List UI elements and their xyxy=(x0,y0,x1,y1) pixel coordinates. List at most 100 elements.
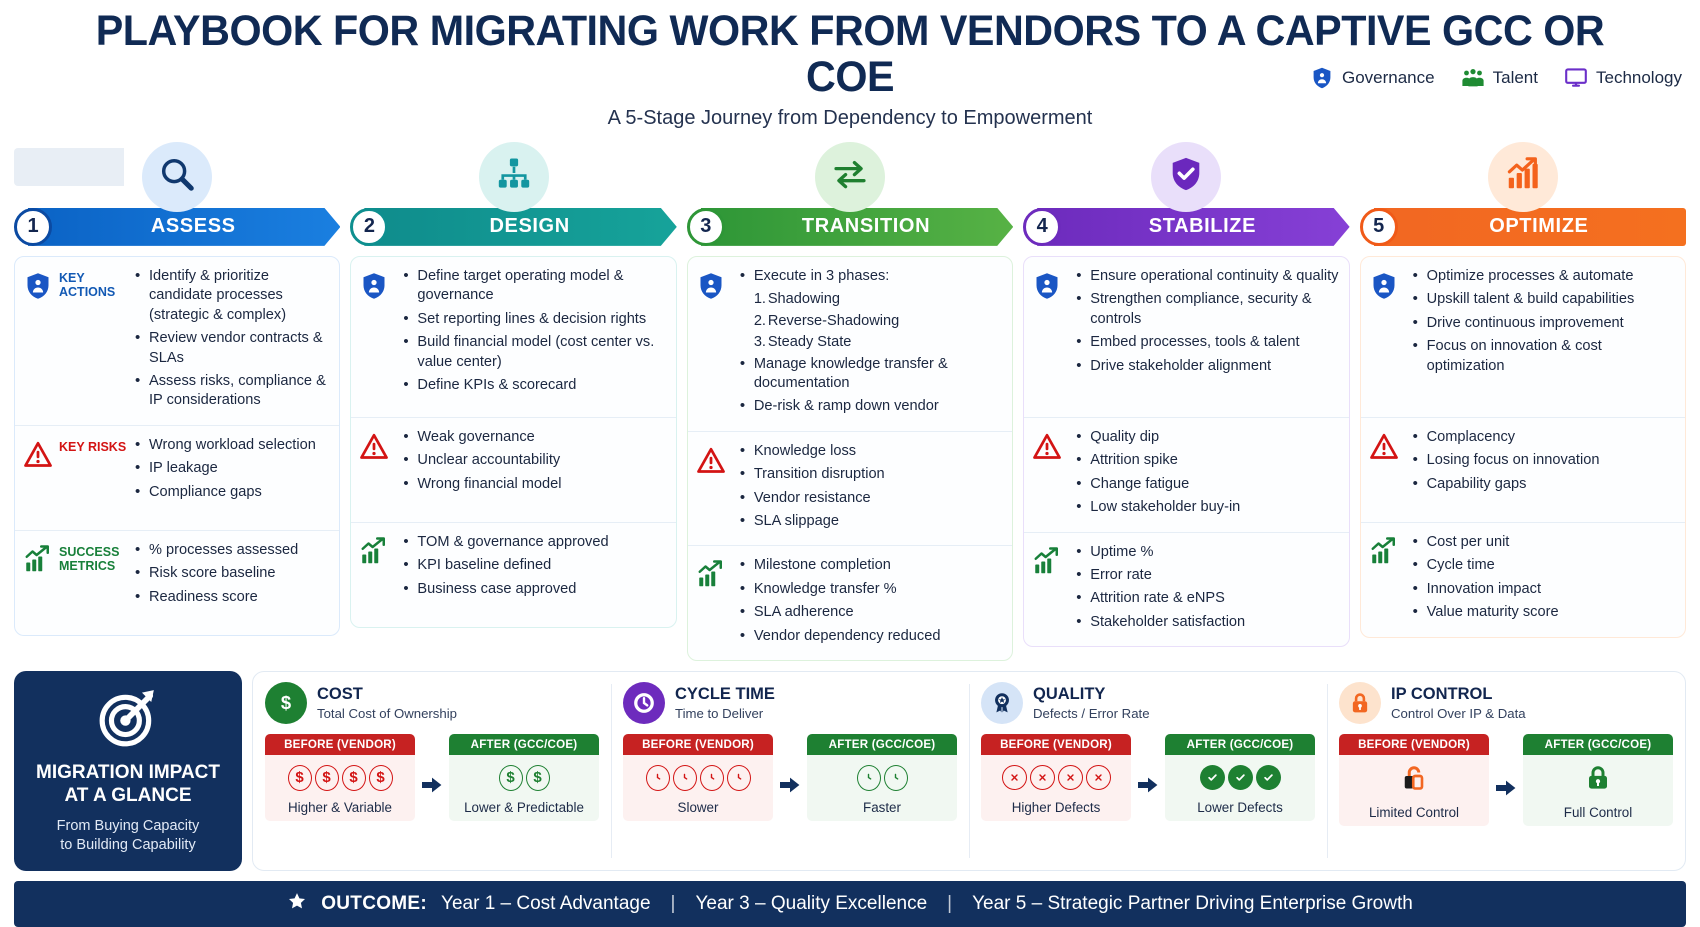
x-circle-outline-icon xyxy=(1057,765,1083,791)
item-list: ComplacencyLosing focus on innovationCap… xyxy=(1413,427,1677,512)
list-item: Uptime % xyxy=(1076,541,1340,562)
list-item: Wrong financial model xyxy=(403,474,667,494)
right-arrow-icon xyxy=(1131,734,1165,821)
svg-text:$: $ xyxy=(281,692,291,713)
right-arrow-icon xyxy=(415,734,449,821)
row-icon-success-metrics xyxy=(1369,533,1413,627)
clock-icon xyxy=(623,681,665,724)
before-label: BEFORE (VENDOR) xyxy=(623,733,773,755)
row-icon-key-actions xyxy=(359,267,403,407)
outcome-separator: | xyxy=(670,892,676,914)
list-item: SLA slippage xyxy=(740,511,1004,531)
stage-card: Optimize processes & automateUpskill tal… xyxy=(1359,255,1687,638)
list-item: Assess risks, compliance & IP considerat… xyxy=(135,371,331,411)
impact-card-title: IP CONTROL xyxy=(1391,684,1493,703)
clock-outline-icon xyxy=(883,764,908,791)
stage-arrow[interactable]: TRANSITION xyxy=(701,208,1013,246)
shield-person-icon xyxy=(23,271,53,306)
stage-arrow[interactable]: DESIGN xyxy=(364,208,676,246)
matrix-cell-key-risks: Knowledge lossTransition disruptionVendo… xyxy=(687,430,1013,546)
impact-card-subtitle: Total Cost of Ownership xyxy=(317,705,457,721)
matrix-cell-key-actions: Execute in 3 phases:1.Shadowing2.Reverse… xyxy=(688,257,1012,431)
before-caption: Slower xyxy=(677,799,719,815)
list-item: Cost per unit xyxy=(1413,532,1677,552)
list-item: Vendor dependency reduced xyxy=(740,626,1004,646)
before-body: Slower xyxy=(623,754,773,821)
list-item: Losing focus on innovation xyxy=(1413,450,1677,470)
stage-arrow[interactable]: ASSESS xyxy=(28,208,340,246)
list-item: 2.Reverse-Shadowing xyxy=(753,312,900,329)
row-icon-success-metrics xyxy=(359,533,403,617)
after-glyphs xyxy=(811,763,953,793)
check-circle-filled-icon xyxy=(1227,765,1253,791)
before-glyphs: $$$$ xyxy=(269,763,411,793)
legend-item-governance: Governance xyxy=(1310,66,1435,90)
list-item: Transition disruption xyxy=(740,464,1004,484)
growth-chart-icon xyxy=(1504,155,1542,198)
before-caption: Higher & Variable xyxy=(288,799,392,815)
list-item: Execute in 3 phases: xyxy=(740,266,1004,286)
item-list: Quality dipAttrition spikeChange fatigue… xyxy=(1076,427,1340,522)
list-item: Ensure operational continuity & quality xyxy=(1076,266,1340,286)
outcome-lead: OUTCOME: xyxy=(321,892,428,914)
stage-icon-bubble xyxy=(1487,141,1558,212)
list-item: Build financial model (cost center vs. v… xyxy=(403,332,667,372)
list-item: Compliance gaps xyxy=(135,482,331,502)
before-label: BEFORE (VENDOR) xyxy=(981,733,1131,755)
warning-triangle-icon xyxy=(23,440,53,475)
after-label: AFTER (GCC/COE) xyxy=(1523,733,1673,755)
after-glyphs: $$ xyxy=(453,763,595,793)
org-chart-icon xyxy=(495,155,533,198)
outcome-separator: | xyxy=(947,892,953,914)
list-item: Risk score baseline xyxy=(135,563,331,583)
list-item-text: Reverse-Shadowing xyxy=(767,312,900,329)
check-circle-filled-icon xyxy=(1255,765,1281,791)
page-title: PLAYBOOK FOR MIGRATING WORK FROM VENDORS… xyxy=(95,7,1605,102)
before-caption: Limited Control xyxy=(1368,804,1460,820)
list-item: Optimize processes & automate xyxy=(1413,266,1677,286)
row-label-key-risks: KEY RISKS xyxy=(23,436,135,520)
before-column: BEFORE (VENDOR)$$$$Higher & Variable xyxy=(265,733,415,821)
migration-impact-band: MIGRATION IMPACT AT A GLANCE From Buying… xyxy=(14,670,1686,871)
after-glyphs xyxy=(1169,763,1311,793)
bar-growth-icon xyxy=(1369,537,1399,572)
list-item: Knowledge transfer % xyxy=(740,579,1004,599)
after-caption: Full Control xyxy=(1563,804,1633,820)
stage-arrow[interactable]: STABILIZE xyxy=(1037,208,1349,246)
after-caption: Lower & Predictable xyxy=(464,799,584,815)
matrix-column-optimize: Optimize processes & automateUpskill tal… xyxy=(1359,255,1687,661)
matrix-column-assess: KEYACTIONSIdentify & prioritize candidat… xyxy=(14,255,341,661)
list-item: IP leakage xyxy=(135,458,331,478)
magnifier-icon xyxy=(158,155,196,198)
item-list: Weak governanceUnclear accountabilityWro… xyxy=(403,427,667,512)
after-body: $$ Lower & Predictable xyxy=(449,754,599,821)
list-item: Readiness score xyxy=(135,587,331,607)
shield-person-icon xyxy=(1310,66,1334,90)
lock-icon xyxy=(1339,681,1381,724)
list-item: Capability gaps xyxy=(1413,474,1677,494)
after-body: Faster xyxy=(807,754,957,821)
bar-growth-icon xyxy=(359,537,389,572)
bar-growth-icon xyxy=(23,544,53,580)
row-label-line1: KEY RISKS xyxy=(59,439,127,454)
list-item: Identify & prioritize candidate processe… xyxy=(135,266,331,325)
impact-card-subtitle: Control Over IP & Data xyxy=(1391,705,1526,721)
matrix-cell-key-actions: Ensure operational continuity & qualityS… xyxy=(1024,257,1348,417)
stage-number: 5 xyxy=(1359,207,1398,246)
stage-arrow[interactable]: OPTIMIZE xyxy=(1373,207,1687,246)
matrix-cell-key-risks: ComplacencyLosing focus on innovationCap… xyxy=(1360,416,1686,522)
legend-label: Technology xyxy=(1595,68,1682,87)
list-item: Business case approved xyxy=(403,579,667,599)
before-label: BEFORE (VENDOR) xyxy=(1339,733,1489,755)
